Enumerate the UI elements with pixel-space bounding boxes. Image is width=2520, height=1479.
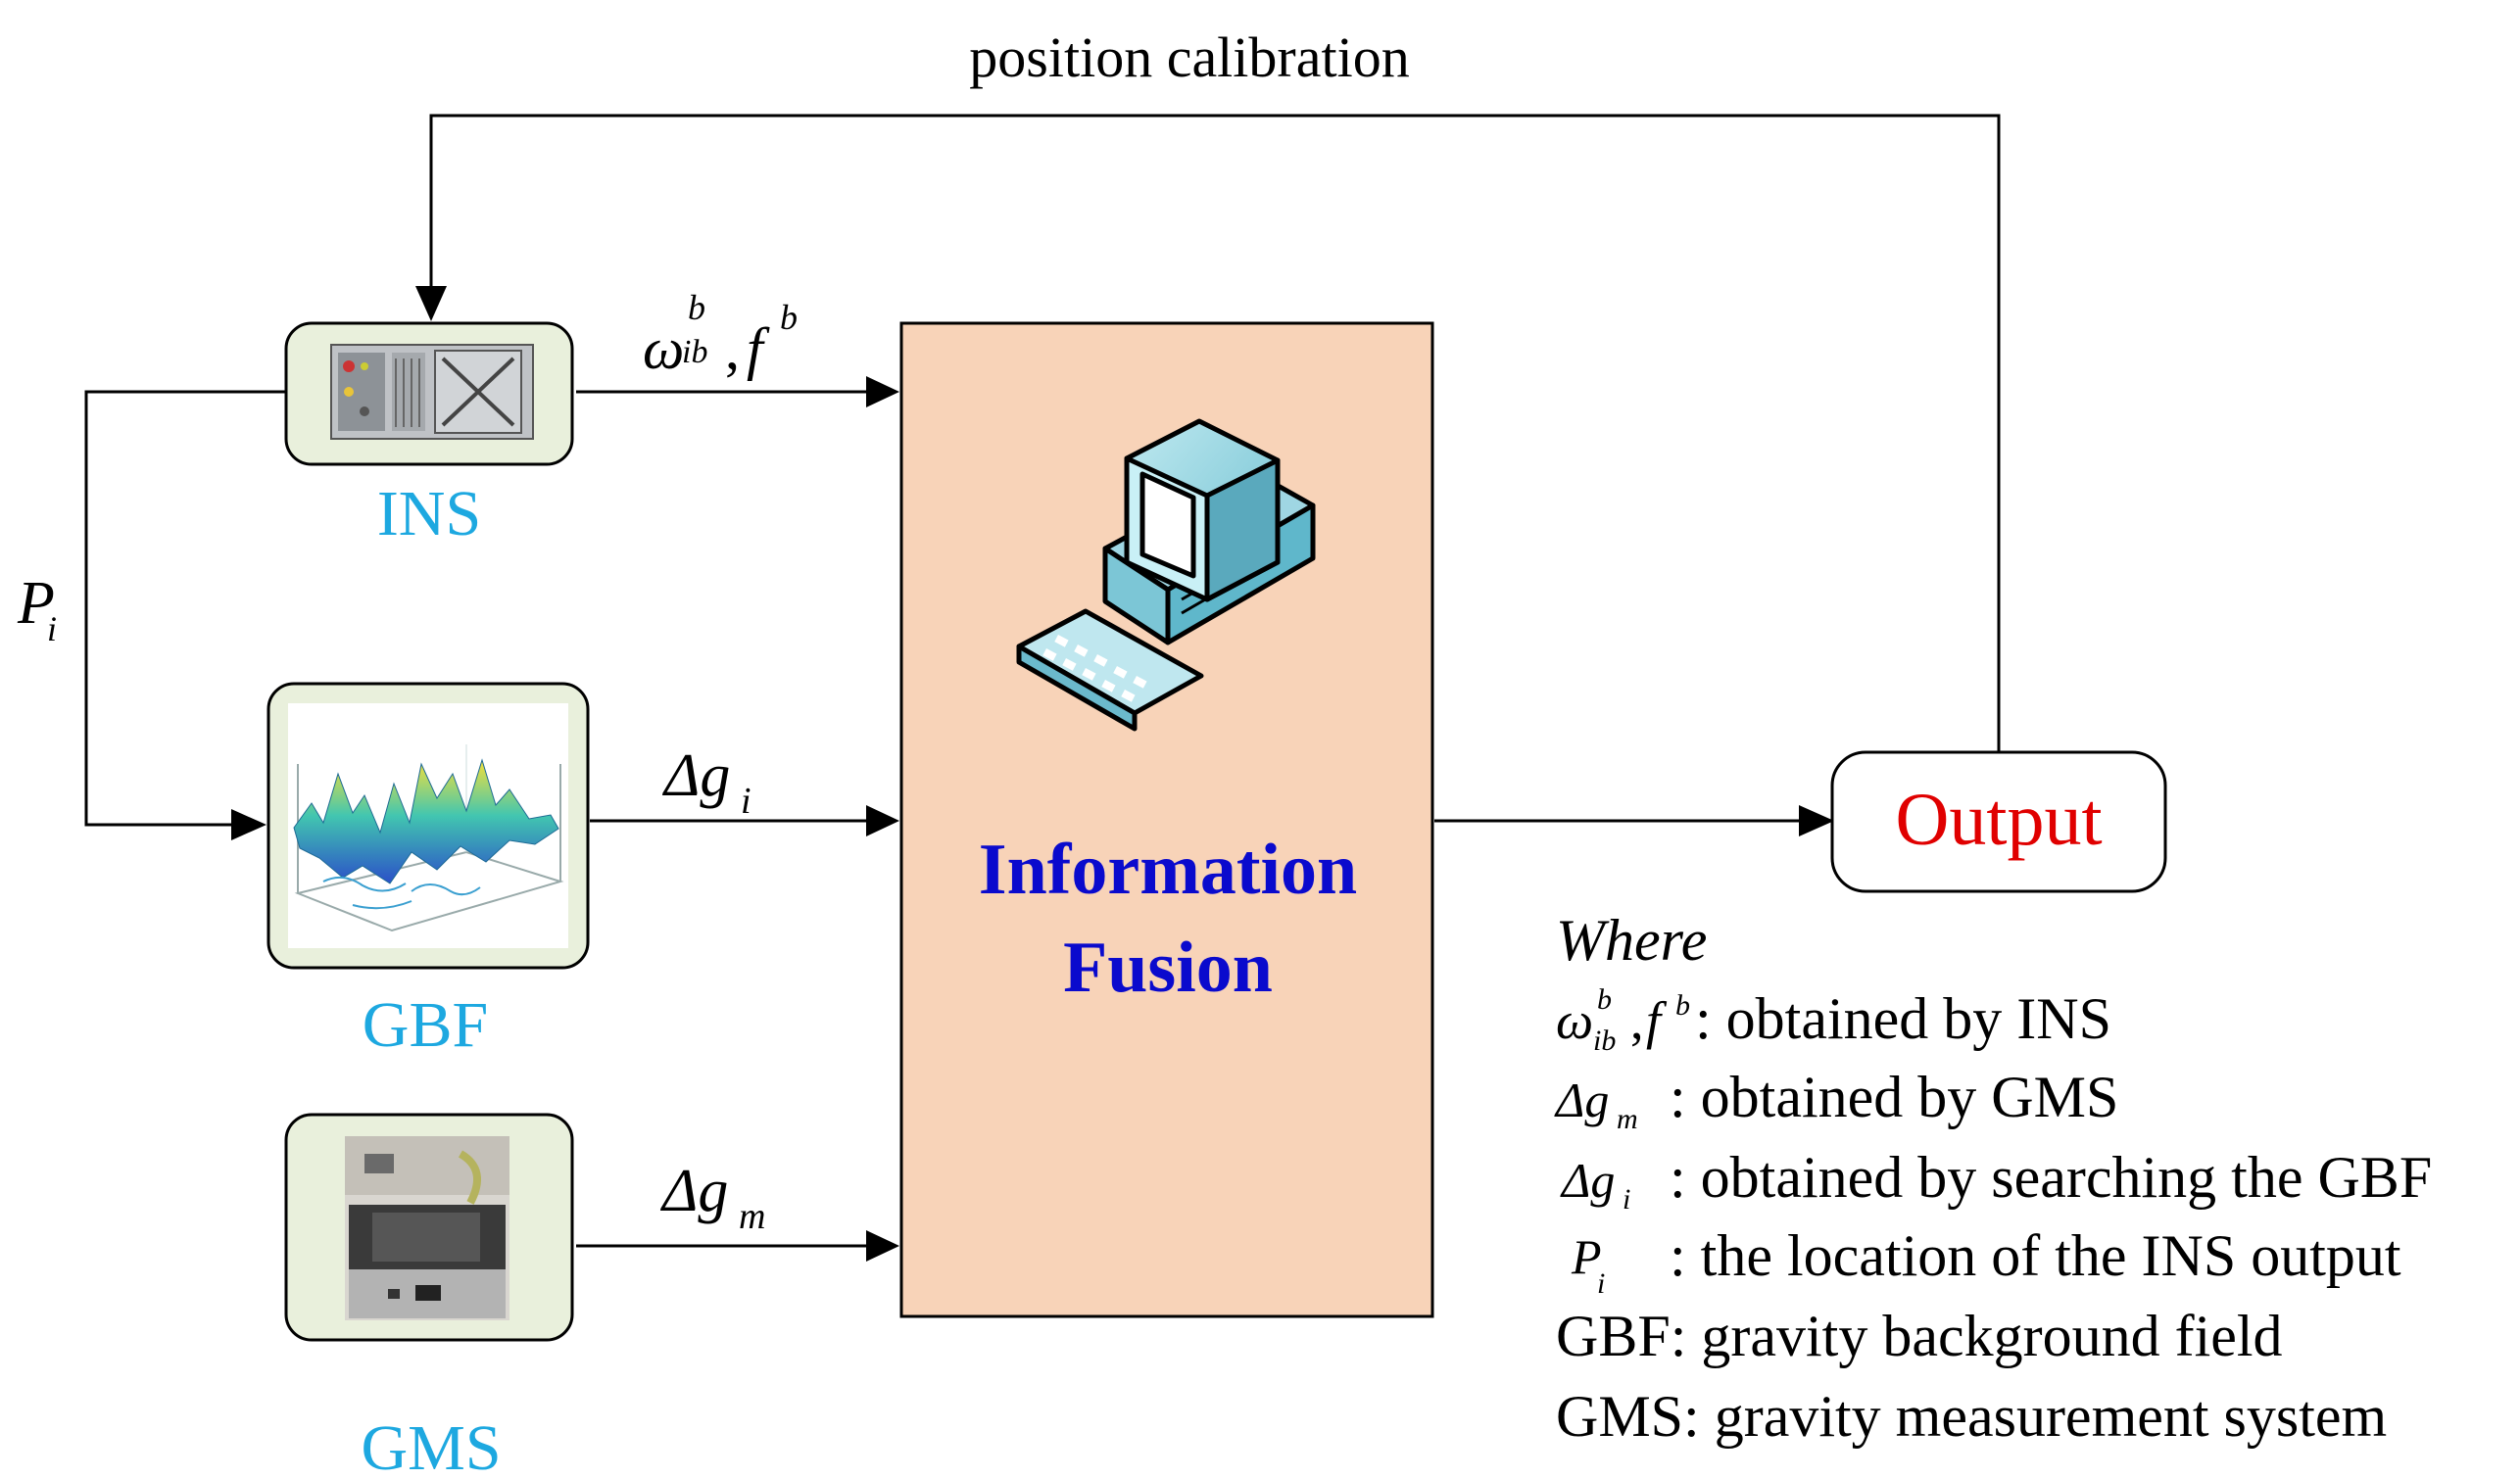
gms-module: GMS [284, 1113, 574, 1479]
fusion-title-line2: Fusion [1063, 928, 1273, 1008]
legend-omega-sup: b [1597, 983, 1612, 1016]
delta-gi-symbol: Δg [661, 742, 730, 809]
omega-sub: ib [682, 334, 707, 370]
legend-text-gbf-def: GBF: gravity background field [1556, 1304, 2283, 1368]
gbf-label: GBF [363, 989, 488, 1061]
computer-icon [1016, 418, 1316, 732]
ins-module: INS [284, 321, 574, 549]
legend-item-gbf: Δg i : obtained by searching the GBF [1560, 1145, 2432, 1216]
legend-text-ins: : obtained by INS [1695, 986, 2111, 1051]
arrowhead-gbf-fusion [866, 805, 899, 836]
output-label: Output [1895, 779, 2102, 861]
f-sup: b [780, 298, 798, 337]
gbf-module: GBF [267, 682, 590, 1061]
legend-delta-gm: Δg [1554, 1073, 1609, 1127]
arrowhead-ins-fusion [866, 376, 899, 407]
legend-sep: , [1630, 991, 1644, 1050]
legend-heading: Where [1556, 908, 1707, 973]
output-box [1830, 750, 2167, 893]
legend-item-ins: ω b ib , f b : obtained by INS [1556, 983, 2111, 1057]
legend-text-gms: : obtained by GMS [1670, 1065, 2118, 1129]
legend-delta-gi: Δg [1560, 1153, 1615, 1208]
legend-f-sup: b [1675, 989, 1690, 1022]
legend-omega-sub: ib [1593, 1025, 1616, 1057]
fusion-title-line1: Information [979, 830, 1357, 910]
ins-device-icon [330, 344, 534, 440]
gms-label: GMS [361, 1412, 501, 1479]
legend: Where ω b ib , f b : obtained by INS Δg … [1554, 908, 2432, 1449]
output-block: Output [1830, 750, 2167, 893]
legend-p-sub: i [1597, 1267, 1605, 1300]
legend-p: P [1571, 1229, 1602, 1284]
gms-output-label: Δg m [659, 1158, 765, 1237]
arrowhead-output [1799, 805, 1834, 836]
legend-text-gms-def: GMS: gravity measurement system [1556, 1384, 2387, 1449]
arrowhead-gms-fusion [866, 1230, 899, 1262]
legend-item-position: P i : the location of the INS output [1571, 1223, 2401, 1300]
omega-sup: b [688, 288, 705, 327]
arrowheads [231, 286, 1834, 1262]
legend-item-gms: Δg m : obtained by GMS [1554, 1065, 2118, 1135]
fusion-block: Information Fusion [899, 321, 1434, 1318]
input-label: P i [17, 570, 57, 648]
delta-gi-sub: i [741, 781, 751, 822]
output-separator: , [725, 316, 740, 381]
omega-symbol: ω [643, 316, 684, 381]
legend-delta-gi-sub: i [1623, 1183, 1630, 1216]
input-symbol: P [17, 570, 55, 637]
legend-f: f [1646, 991, 1668, 1050]
gbf-output-label: Δg i [661, 742, 751, 822]
feedback-label: position calibration [969, 25, 1409, 89]
feedback-line [429, 114, 2001, 752]
arrowhead-ins-feedback [415, 286, 447, 321]
delta-gm-sub: m [739, 1196, 765, 1237]
gravity-field-plot-icon [288, 703, 568, 948]
ins-output-label: ω b ib , f b [643, 288, 798, 381]
delta-gm-symbol: Δg [659, 1158, 728, 1224]
input-sub: i [47, 609, 57, 648]
arrowhead-gbf-input [231, 809, 267, 840]
legend-text-gbf: : obtained by searching the GBF [1670, 1145, 2432, 1210]
ins-label: INS [377, 478, 481, 549]
legend-omega: ω [1556, 991, 1593, 1050]
input-line [84, 390, 286, 827]
legend-text-position: : the location of the INS output [1670, 1223, 2401, 1288]
f-symbol: f [747, 316, 770, 381]
legend-delta-gm-sub: m [1617, 1103, 1638, 1135]
connectors [84, 114, 2001, 1248]
gms-device-photo-icon [345, 1136, 509, 1320]
